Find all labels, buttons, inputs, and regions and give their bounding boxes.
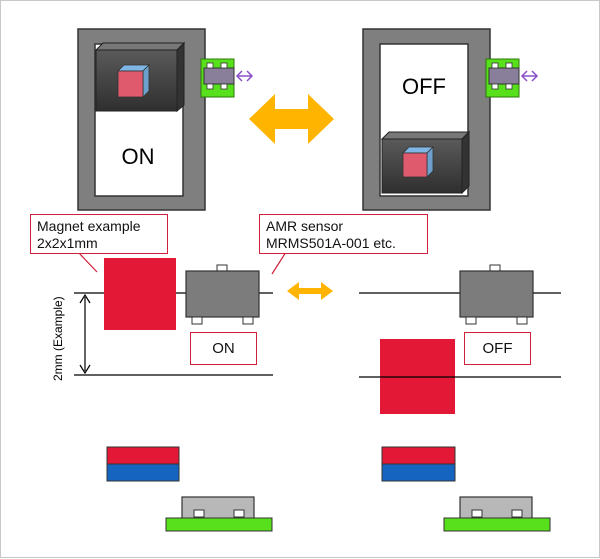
switch-on-sensor — [203, 67, 235, 85]
switch-on-magnet — [117, 70, 144, 98]
off-state-box: OFF — [464, 332, 531, 365]
magnet-callout-line1: Magnet example — [37, 218, 141, 234]
switch-off-sensor — [488, 67, 520, 85]
switch-on-assembly — [77, 28, 254, 211]
on-state-diagram — [74, 258, 273, 376]
switch-off-assembly — [362, 28, 539, 211]
magnet-callout: Magnet example 2x2x1mm — [30, 214, 168, 254]
switch-on-label: ON — [122, 144, 155, 169]
off-state-diagram — [359, 264, 561, 414]
sensor-callout: AMR sensor MRMS501A-001 etc. — [259, 214, 428, 254]
bottom-right-assembly — [381, 446, 551, 532]
on-magnet-block — [104, 258, 176, 330]
bottom-left-assembly — [106, 446, 273, 532]
small-toggle-arrow — [287, 282, 333, 300]
sensor-callout-line2: MRMS501A-001 etc. — [266, 235, 396, 251]
dimension-label: 2mm (Example) — [51, 296, 65, 381]
switch-off-magnet — [402, 152, 428, 178]
magnet-callout-line2: 2x2x1mm — [37, 235, 98, 251]
off-sensor-chip — [459, 270, 534, 318]
big-toggle-arrow — [249, 94, 334, 144]
switch-off-label: OFF — [402, 74, 446, 99]
on-sensor-chip — [185, 270, 260, 318]
on-state-box: ON — [190, 332, 257, 365]
sensor-callout-line1: AMR sensor — [266, 218, 344, 234]
